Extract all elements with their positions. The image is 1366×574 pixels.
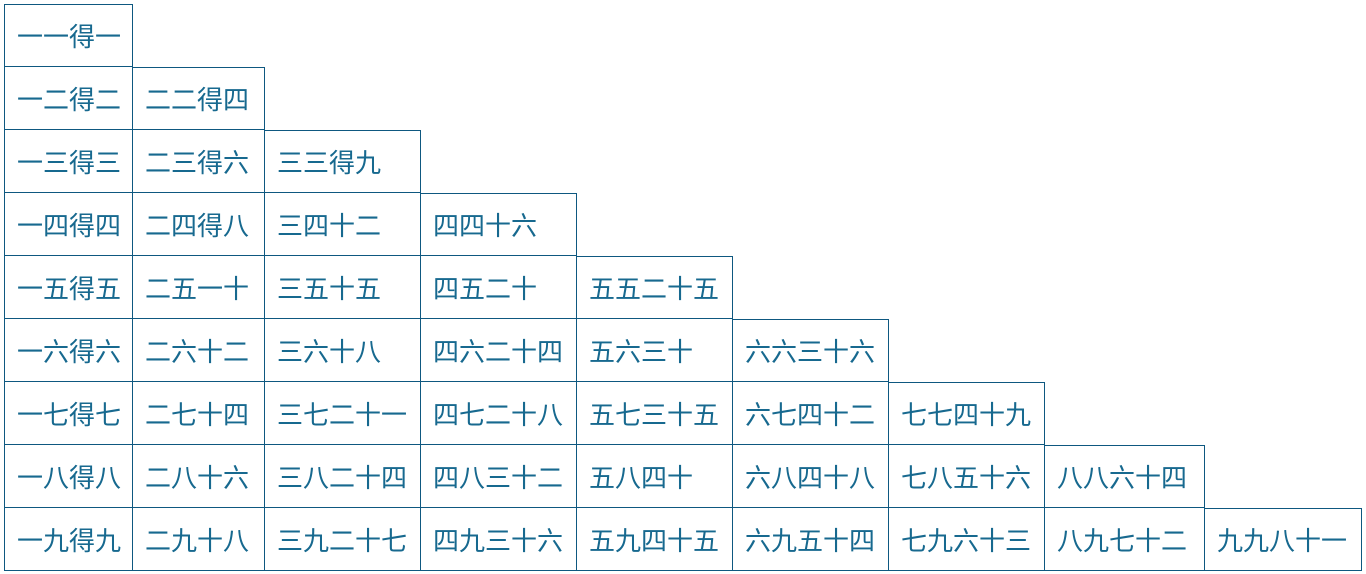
multiplication-cell: 四七二十八 xyxy=(421,382,577,445)
multiplication-cell: 一八得八 xyxy=(4,445,133,508)
multiplication-cell: 六九五十四 xyxy=(733,508,889,571)
multiplication-cell: 四八三十二 xyxy=(421,445,577,508)
multiplication-cell: 一六得六 xyxy=(4,319,133,382)
multiplication-cell: 四九三十六 xyxy=(421,508,577,571)
multiplication-cell: 一七得七 xyxy=(4,382,133,445)
multiplication-cell: 三四十二 xyxy=(265,193,421,256)
multiplication-cell: 二七十四 xyxy=(133,382,265,445)
multiplication-cell: 三三得九 xyxy=(265,130,421,193)
multiplication-cell: 二六十二 xyxy=(133,319,265,382)
multiplication-cell: 六六三十六 xyxy=(733,319,889,382)
multiplication-cell: 六七四十二 xyxy=(733,382,889,445)
multiplication-cell: 二三得六 xyxy=(133,130,265,193)
multiplication-cell: 五六三十 xyxy=(577,319,733,382)
multiplication-cell: 八九七十二 xyxy=(1045,508,1205,571)
multiplication-cell: 五九四十五 xyxy=(577,508,733,571)
multiplication-cell: 二八十六 xyxy=(133,445,265,508)
multiplication-cell: 七九六十三 xyxy=(889,508,1045,571)
multiplication-cell: 四五二十 xyxy=(421,256,577,319)
multiplication-cell: 一一得一 xyxy=(4,4,133,67)
multiplication-cell: 三九二十七 xyxy=(265,508,421,571)
multiplication-cell: 一五得五 xyxy=(4,256,133,319)
multiplication-cell: 二五一十 xyxy=(133,256,265,319)
multiplication-cell: 九九八十一 xyxy=(1205,508,1362,571)
multiplication-cell: 一三得三 xyxy=(4,130,133,193)
multiplication-cell: 四六二十四 xyxy=(421,319,577,382)
multiplication-cell: 六八四十八 xyxy=(733,445,889,508)
multiplication-cell: 五五二十五 xyxy=(577,256,733,319)
multiplication-cell: 一九得九 xyxy=(4,508,133,571)
multiplication-cell: 一四得四 xyxy=(4,193,133,256)
multiplication-cell: 二二得四 xyxy=(133,67,265,130)
multiplication-table: 一一得一一二得二二二得四一三得三二三得六三三得九一四得四二四得八三四十二四四十六… xyxy=(4,4,1362,571)
multiplication-cell: 二四得八 xyxy=(133,193,265,256)
multiplication-cell: 一二得二 xyxy=(4,67,133,130)
multiplication-cell: 五七三十五 xyxy=(577,382,733,445)
multiplication-cell: 二九十八 xyxy=(133,508,265,571)
multiplication-cell: 七八五十六 xyxy=(889,445,1045,508)
multiplication-cell: 八八六十四 xyxy=(1045,445,1205,508)
multiplication-cell: 三六十八 xyxy=(265,319,421,382)
multiplication-cell: 四四十六 xyxy=(421,193,577,256)
multiplication-cell: 七七四十九 xyxy=(889,382,1045,445)
multiplication-cell: 三八二十四 xyxy=(265,445,421,508)
multiplication-cell: 五八四十 xyxy=(577,445,733,508)
multiplication-cell: 三七二十一 xyxy=(265,382,421,445)
multiplication-cell: 三五十五 xyxy=(265,256,421,319)
